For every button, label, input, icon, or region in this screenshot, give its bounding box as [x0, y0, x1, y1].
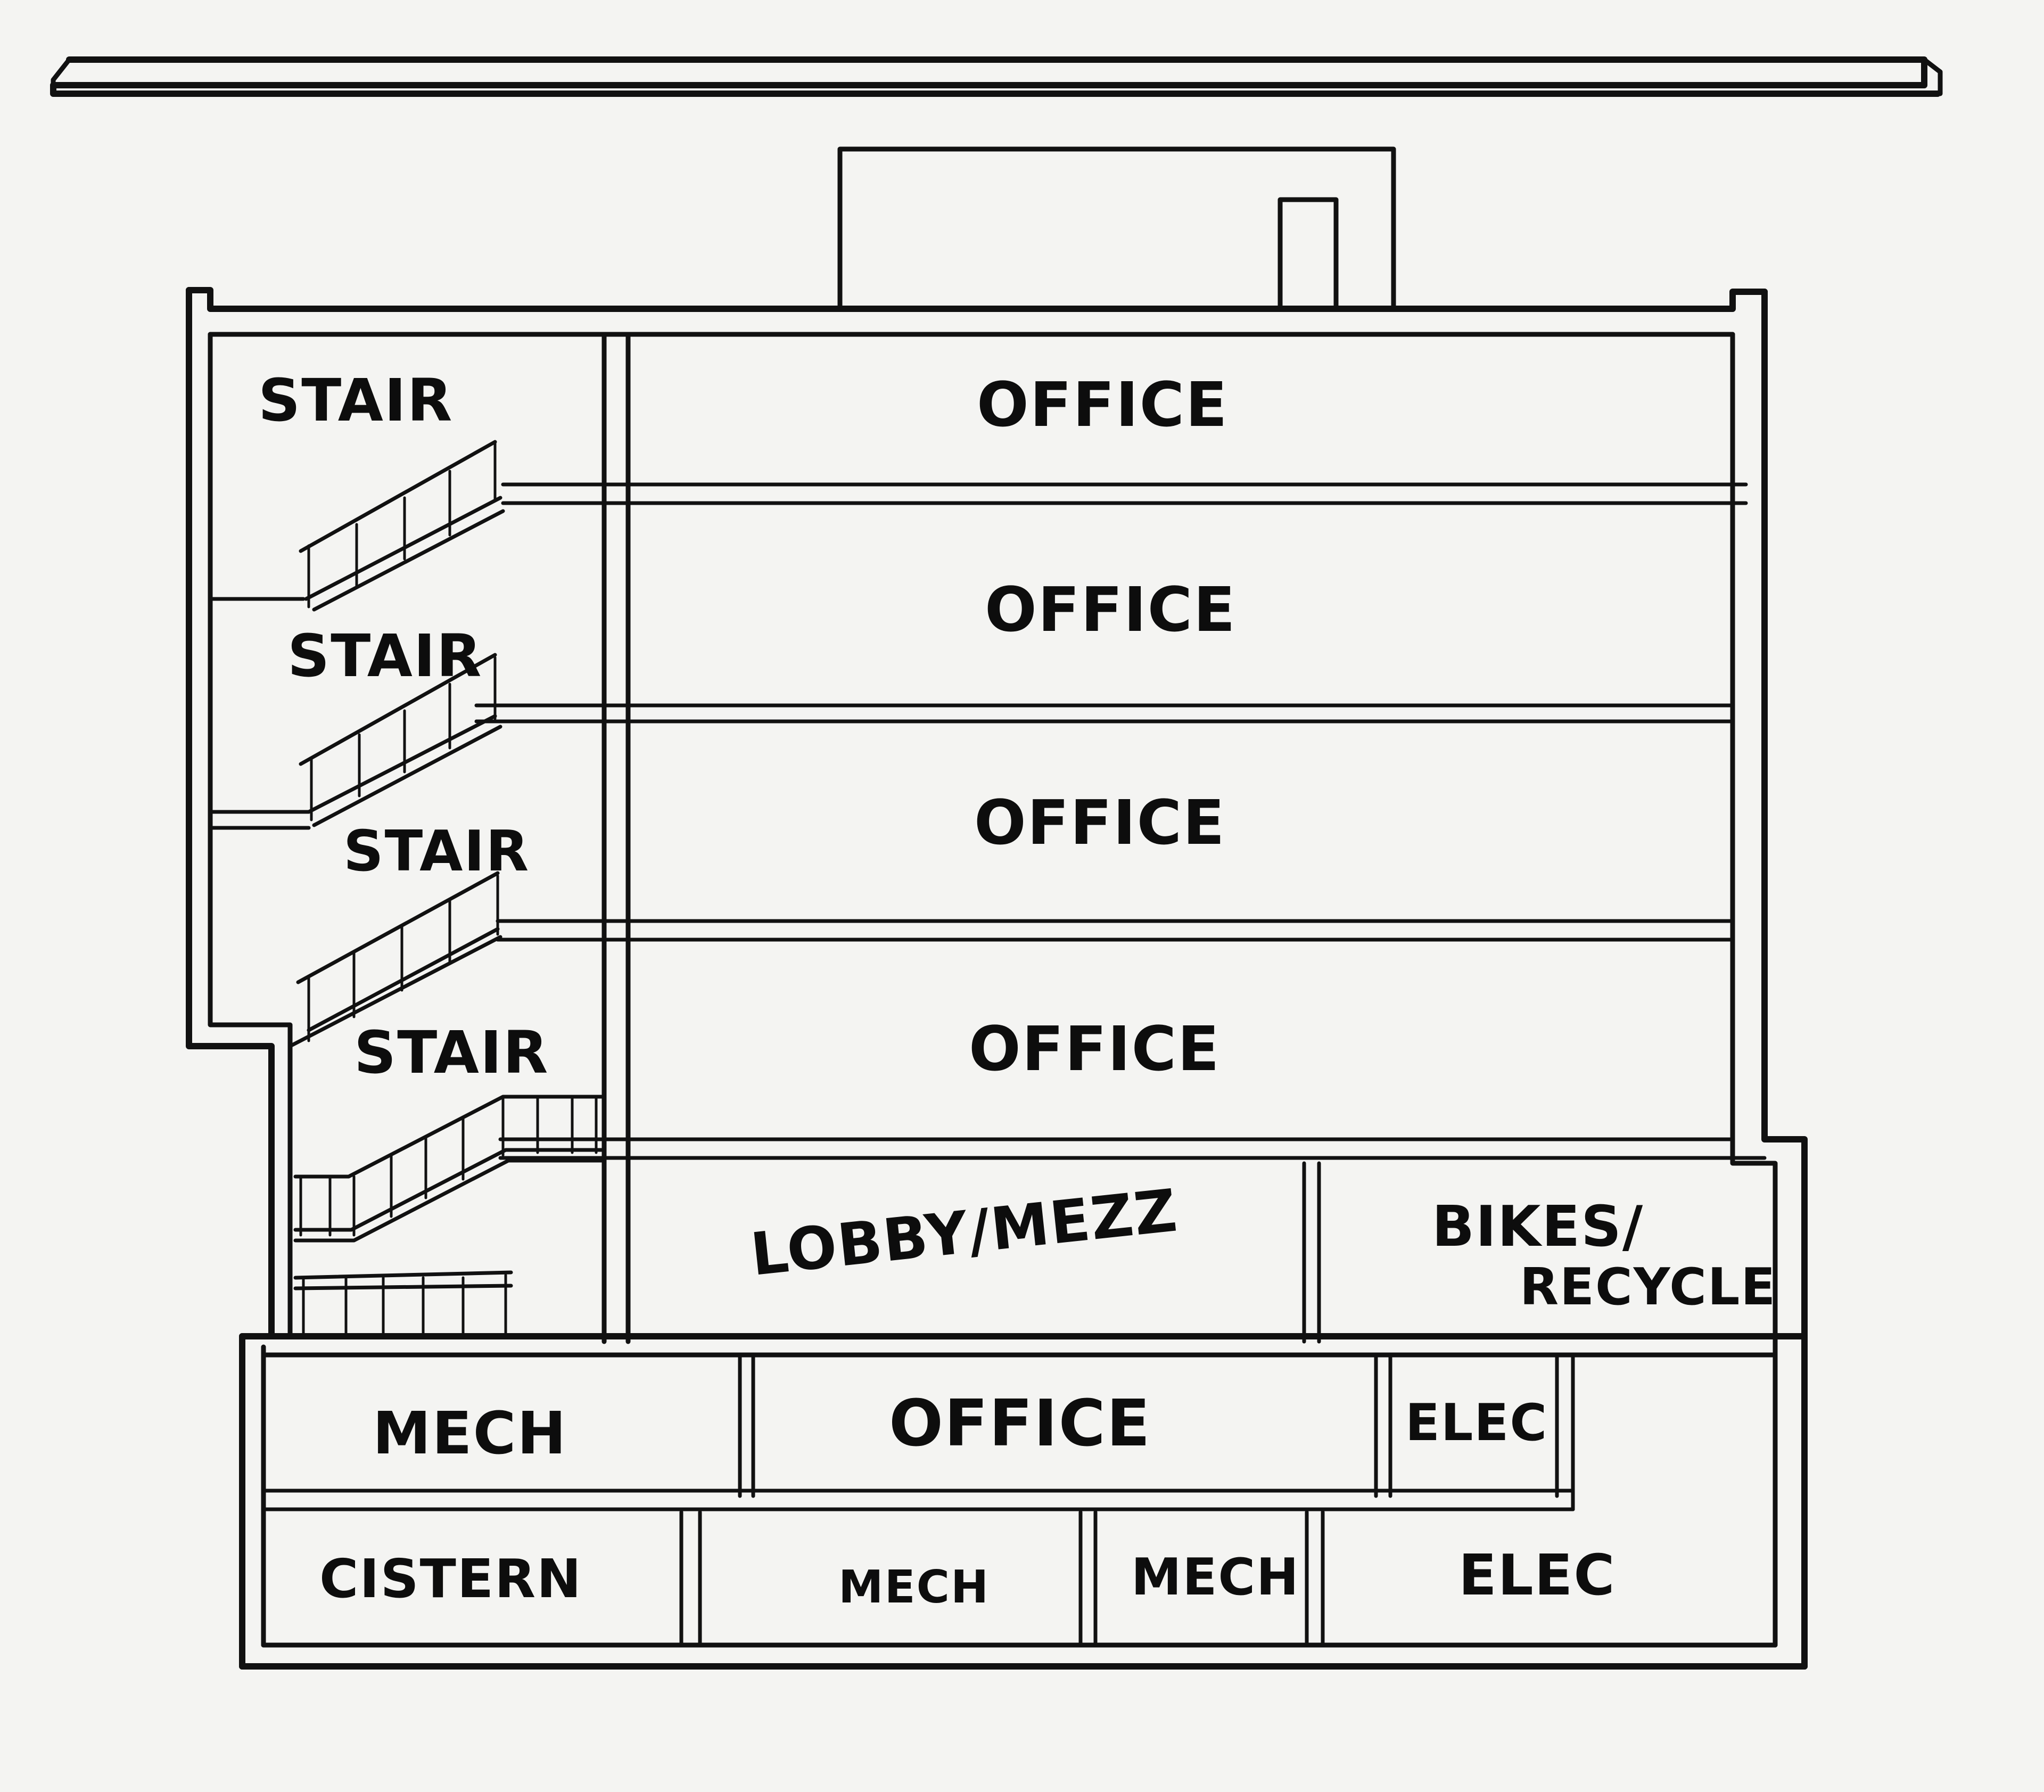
roof-canopy [50, 56, 1943, 97]
basement-1-office-label: OFFICE [889, 1387, 1151, 1461]
stair-label-1: STAIR [258, 366, 453, 434]
bikes-label-line-2: RECYCLE [1520, 1258, 1776, 1317]
lobby-mezz-label: LOBBY/MEZZ [747, 1176, 1181, 1288]
building-envelope [186, 287, 1808, 1670]
stair-flight-4 [293, 1095, 604, 1243]
basement-2-mech-b-label: MECH [1131, 1548, 1300, 1607]
basement-1-elec-label: ELEC [1405, 1394, 1548, 1452]
floor-slabs [208, 482, 1767, 1160]
bikes-label-line-1: BIKES/ [1432, 1194, 1644, 1259]
lobby-partitions [1302, 1161, 1321, 1344]
stair-flight-2 [299, 653, 502, 827]
stair-label-3: STAIR [343, 819, 530, 884]
stair-flight-3 [288, 871, 502, 1048]
basement-2-cistern-label: CISTERN [319, 1548, 582, 1610]
office-label-floor-1: OFFICE [977, 369, 1229, 441]
office-label-floor-2: OFFICE [985, 574, 1237, 646]
office-label-floor-3: OFFICE [974, 787, 1226, 859]
basement-2-mech-a-label: MECH [838, 1561, 990, 1614]
basement-1-mech-label: MECH [373, 1399, 567, 1467]
rooftop-penthouse [837, 146, 1396, 309]
basement-level-1 [239, 1333, 1808, 1511]
stair-label-2: STAIR [287, 622, 482, 690]
office-label-floor-4: OFFICE [969, 1014, 1221, 1085]
ground-railing [293, 1270, 513, 1338]
basement-level-2 [679, 1510, 1325, 1647]
stair-label-4: STAIR [354, 1018, 549, 1087]
basement-2-elec-label: ELEC [1458, 1543, 1616, 1608]
stair-flight-1 [299, 440, 505, 612]
